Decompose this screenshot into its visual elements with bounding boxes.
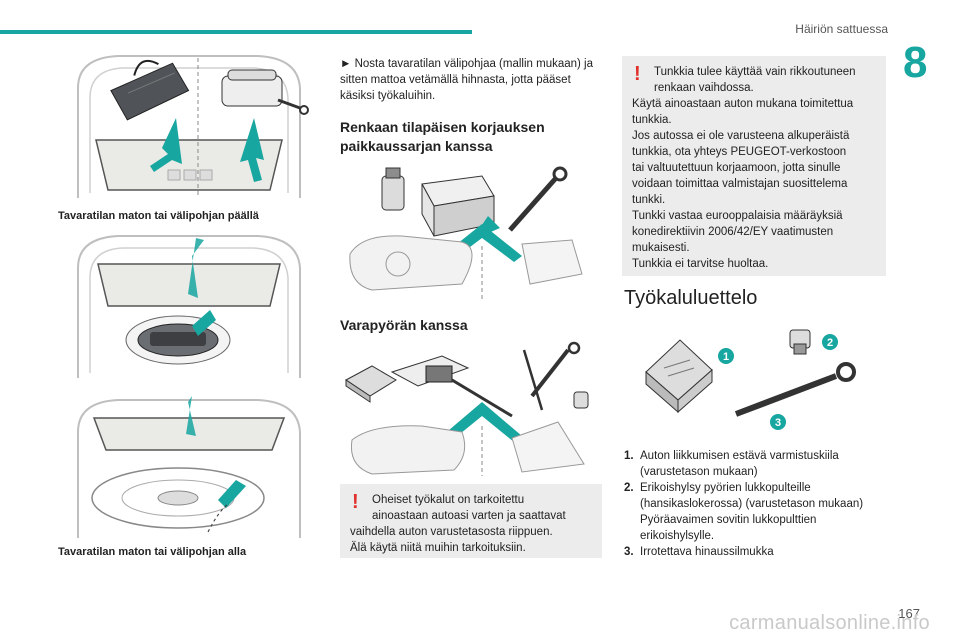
jack-warning-r6: tunkki. — [632, 194, 666, 206]
list-item-line: Auton liikkumisen estävä varmistuskiila — [640, 450, 839, 462]
warning-line-4: Älä käytä niitä muihin tarkoituksiin. — [350, 542, 526, 554]
list-item-line: Pyöräavaimen sovitin lukkopulttien — [640, 514, 817, 526]
list-item-line: (hansikaslokerossa) (varustetason mukaan… — [640, 498, 864, 510]
warning-line-3: vaihdella auton varustetasosta riippuen. — [350, 526, 553, 538]
jack-warning-r10: Tunkkia ei tarvitse huoltaa. — [632, 258, 769, 270]
jack-warning-line-1: Tunkkia tulee käyttää vain rikkoutuneen — [654, 66, 856, 78]
tool-marker-1: 1 — [723, 351, 729, 363]
warning-icon: ! — [352, 491, 359, 513]
caption-under-floor: Tavaratilan maton tai välipohjan alla — [58, 546, 247, 558]
intro-text: ► Nosta tavaratilan välipohjaa (mallin m… — [340, 58, 593, 102]
list-item-number: 2. — [624, 482, 634, 494]
middle-warning-box: ! Oheiset työkalut on tarkoitettu ainoas… — [340, 484, 602, 558]
trunk-figure-on-top — [77, 55, 309, 198]
list-item-line: Erikoishylsy pyörien lukkopulteille — [640, 482, 811, 494]
trunk-figure-under-floor-2 — [77, 396, 301, 538]
jack-warning-r4: tai valtuutettuun korjaamoon, jotta sinu… — [632, 162, 841, 174]
right-warning-box: ! Tunkkia tulee käyttää vain rikkoutunee… — [622, 56, 886, 276]
jack-warning-r0: Käytä ainoastaan auton mukana toimitettu… — [632, 98, 854, 110]
jack-warning-line-2: renkaan vaihdossa. — [654, 82, 754, 94]
jack-warning-r1: tunkkia. — [632, 114, 672, 126]
repair-kit-figure — [349, 166, 583, 300]
spare-wheel-figure — [345, 341, 589, 476]
jack-warning-r8: konedirektiivin 2006/42/EY vaatimusten — [632, 226, 834, 238]
jack-warning-r5: voidaan toimittaa valmistajan suosittele… — [632, 178, 848, 190]
warning-line-1: Oheiset työkalut on tarkoitettu — [372, 494, 525, 506]
jack-warning-r9: mukaisesti. — [632, 242, 690, 254]
header-accent-bar — [0, 30, 472, 34]
tool-marker-2: 2 — [827, 337, 833, 349]
jack-warning-r3: tunkkia, ota yhteys PEUGEOT-verkostoon — [632, 146, 847, 158]
list-item: 1. Auton liikkumisen estävä varmistuskii… — [624, 448, 894, 480]
trunk-figure-under-floor-1 — [77, 235, 301, 378]
list-item-number: 1. — [624, 450, 634, 462]
tools-figure: 1 2 3 — [645, 329, 856, 430]
caption-on-top: Tavaratilan maton tai välipohjan päällä — [58, 210, 259, 222]
tool-marker-3: 3 — [775, 417, 781, 429]
jack-warning-r7: Tunkki vastaa eurooppalaisia määräyksiä — [632, 210, 843, 222]
list-item-line: (varustetason mukaan) — [640, 466, 758, 478]
middle-column-2: Varapyörän kanssa — [340, 316, 602, 335]
list-item: 3. Irrotettava hinaussilmukka — [624, 544, 894, 560]
warning-icon: ! — [634, 63, 641, 85]
watermark[interactable]: carmanualsonline.info — [729, 612, 930, 634]
chapter-number: 8 — [903, 38, 928, 87]
tools-list: 1. Auton liikkumisen estävä varmistuskii… — [624, 448, 894, 560]
heading-tools: Työkaluluettelo — [624, 287, 758, 309]
list-item-line: Irrotettava hinaussilmukka — [640, 546, 774, 558]
jack-warning-r2: Jos autossa ei ole varusteena alkuperäis… — [632, 130, 850, 142]
heading-spare-wheel: Varapyörän kanssa — [340, 317, 468, 333]
heading-repair-kit: Renkaan tilapäisen korjauksen paikkaussa… — [340, 119, 545, 154]
warning-line-2: ainoastaan autoasi varten ja saattavat — [372, 510, 566, 522]
list-item-line: erikoishylsylle. — [640, 530, 715, 542]
list-item-number: 3. — [624, 546, 634, 558]
middle-column: ► Nosta tavaratilan välipohjaa (mallin m… — [340, 56, 602, 156]
section-title: Häiriön sattuessa — [795, 22, 888, 36]
page-number: 167 — [898, 606, 920, 621]
list-item: 2. Erikoishylsy pyörien lukkopulteille (… — [624, 480, 894, 544]
